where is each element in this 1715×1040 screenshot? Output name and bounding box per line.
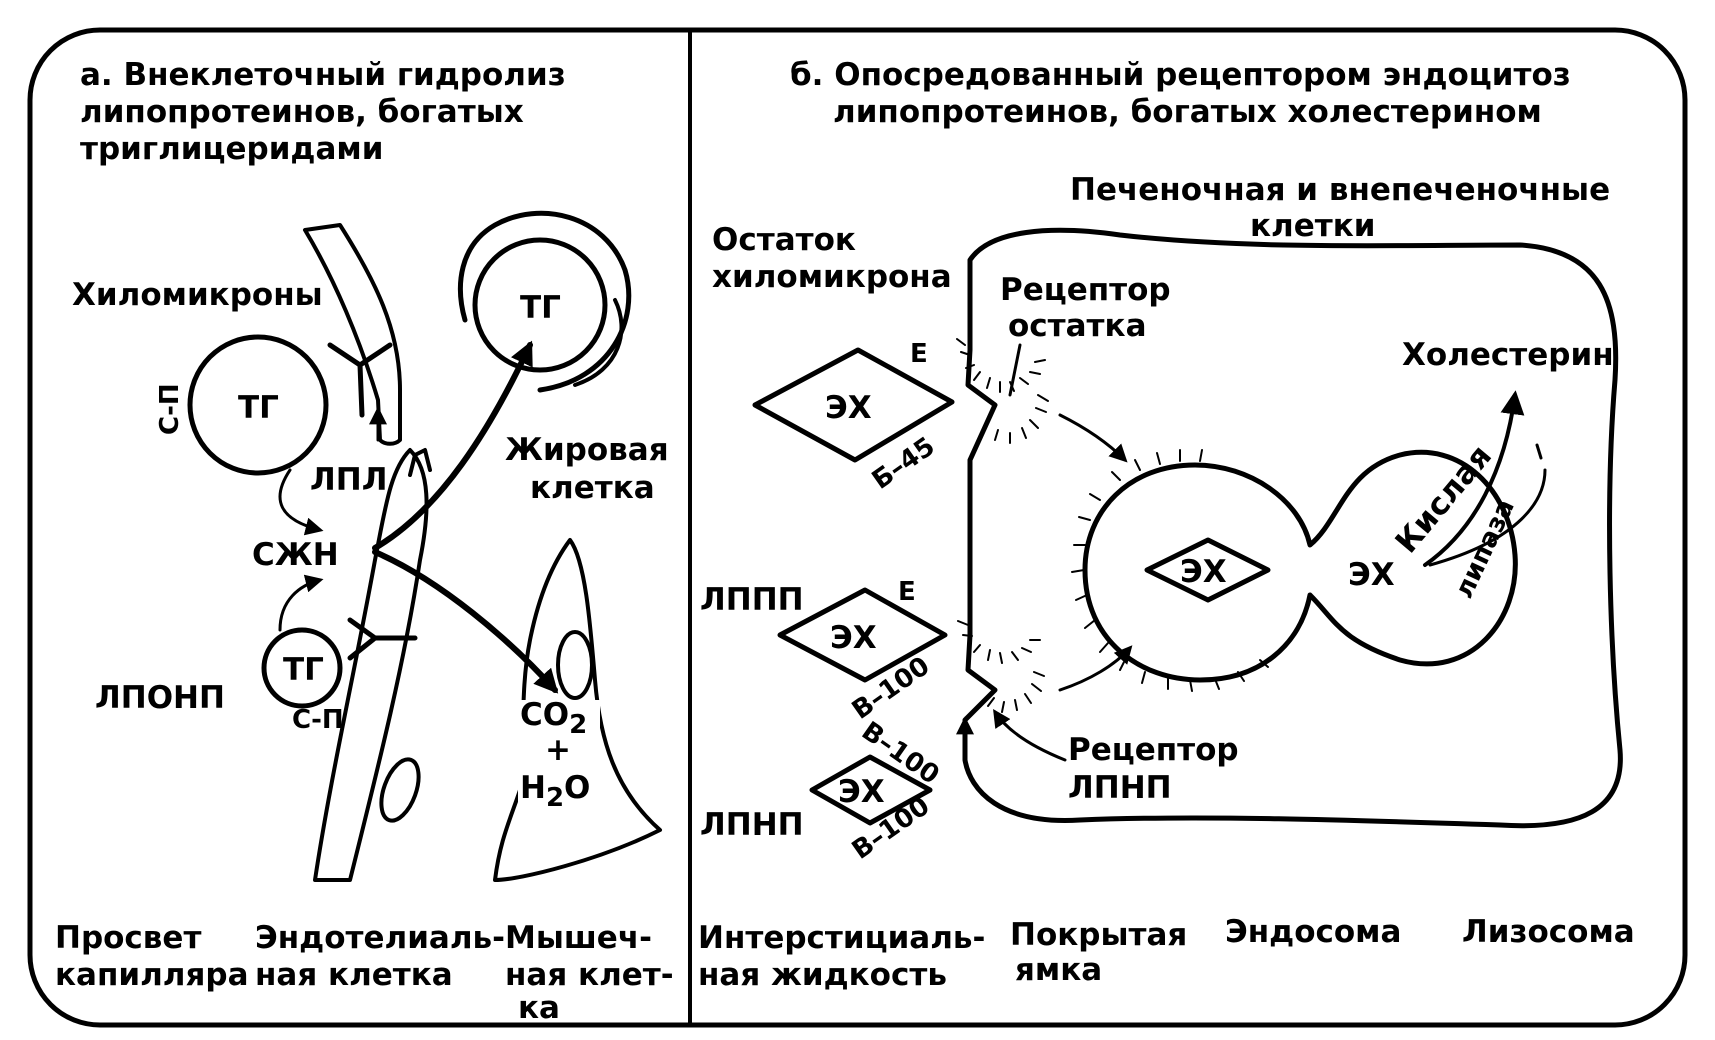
cells-label: Печеночная и внепеченочные клетки xyxy=(1070,172,1621,244)
szhn-label: СЖН xyxy=(252,537,339,573)
acid-lipase-label-2: липаза xyxy=(1449,495,1521,603)
chylomicrons-label: Хиломикроны xyxy=(72,277,323,313)
label-endothelial-cell: Эндотелиаль- ная клетка xyxy=(255,920,516,993)
fat-cell-label: Жировая клетка xyxy=(505,432,679,506)
panel-b: б. Опосредованный рецептором эндоцитоз л… xyxy=(698,57,1635,993)
fat-cell-inner xyxy=(573,298,624,387)
lysosome-eh-label: ЭХ xyxy=(1348,557,1395,593)
fat-cell-outer xyxy=(457,210,632,393)
remnant-receptor-pointer xyxy=(1008,343,1022,397)
chylomicron xyxy=(187,334,329,476)
remnant-receptor-label: Рецептор остатка xyxy=(1000,272,1181,344)
fat-cell-droplet xyxy=(472,237,608,373)
endothelial-nucleus xyxy=(379,757,421,823)
endothelial-cell xyxy=(313,448,429,882)
idl-particle xyxy=(777,587,948,683)
muscle-nucleus xyxy=(556,630,594,700)
coated-pit-lower xyxy=(957,620,1045,713)
lipase-arc xyxy=(1428,468,1547,567)
lpl-receptor-upper xyxy=(327,342,393,418)
idl-eh-label: ЭХ xyxy=(830,620,877,656)
ldl-receptor-arrow xyxy=(993,708,1067,762)
muscle-cell xyxy=(493,538,662,882)
lpl-label: ЛПЛ xyxy=(310,462,387,498)
idl-apo-e: Е xyxy=(898,577,916,607)
vldl-particle xyxy=(261,627,343,709)
endosome-lysosome xyxy=(1082,449,1518,683)
h2o-label: H2O xyxy=(520,770,590,813)
outer-frame xyxy=(27,27,1688,1028)
szhn-to-muscle-cell-arrow xyxy=(372,549,559,694)
szhn-to-fat-cell-arrow xyxy=(372,340,533,551)
muscle-label-bg xyxy=(518,700,600,815)
remnant-apo-b45: Б–45 xyxy=(867,432,941,496)
endothelium-upper xyxy=(303,223,402,446)
vldl-cp-label: С-П xyxy=(292,705,344,735)
label-coated-pit: Покрытая ямка xyxy=(1010,917,1198,988)
panel-a: а. Внеклеточный гидролиз липопротеинов, … xyxy=(55,57,684,1026)
panel-b-title: б. Опосредованный рецептором эндоцитоз л… xyxy=(790,57,1582,130)
endosome-eh-particle xyxy=(1144,537,1271,603)
panel-a-title: а. Внеклеточный гидролиз липопротеинов, … xyxy=(80,57,577,167)
ldl-label: ЛПНП xyxy=(700,807,804,843)
label-capillary-lumen: Просвет капилляра xyxy=(55,920,249,993)
chylomicron-tg-label: ТГ xyxy=(238,390,279,426)
cell-membrane xyxy=(962,227,1623,829)
ldl-receptor-label: Рецептор ЛПНП xyxy=(1068,732,1249,806)
remnant-label: Остаток хиломикрона xyxy=(712,222,952,295)
idl-label: ЛППП xyxy=(700,582,804,618)
upper-pit-to-endosome-arrow xyxy=(1058,413,1128,463)
cholesterol-label: Холестерин xyxy=(1402,337,1614,373)
co2-label: CO2 xyxy=(520,697,587,740)
endosome-coat xyxy=(1071,449,1269,692)
fat-cell-tg-label: ТГ xyxy=(520,290,561,326)
chylomicron-cp-label: С-П xyxy=(155,383,185,435)
lpl-receptor-lower xyxy=(347,617,418,661)
idl-apo-b100: В–100 xyxy=(847,651,936,726)
lipase-tick xyxy=(1535,443,1543,460)
remnant-particle xyxy=(752,347,955,463)
endosome-eh-label: ЭХ xyxy=(1180,554,1227,590)
label-interstitial-fluid: Интерстициаль- ная жидкость xyxy=(698,920,996,993)
ldl-eh-label: ЭХ xyxy=(838,774,885,810)
label-lysosome: Лизосома xyxy=(1462,914,1635,950)
remnant-eh-label: ЭХ xyxy=(825,390,872,426)
plus-label: + xyxy=(545,732,571,768)
vldl-to-szhn-arrow xyxy=(278,574,324,632)
coated-pit-upper xyxy=(956,338,1049,444)
lpl-flap xyxy=(408,448,432,477)
label-endosome: Эндосома xyxy=(1225,914,1401,950)
remnant-apo-e: Е xyxy=(910,339,928,369)
chylomicron-to-szhn-arrow xyxy=(278,468,324,536)
label-muscle-cell: Мышеч- ная клет- ка xyxy=(505,920,684,1026)
vldl-tg-label: ТГ xyxy=(283,652,324,688)
ldl-particle xyxy=(809,754,933,826)
lipase-to-cholesterol-arrow xyxy=(1423,390,1525,567)
vldl-label: ЛПОНП xyxy=(95,680,225,716)
